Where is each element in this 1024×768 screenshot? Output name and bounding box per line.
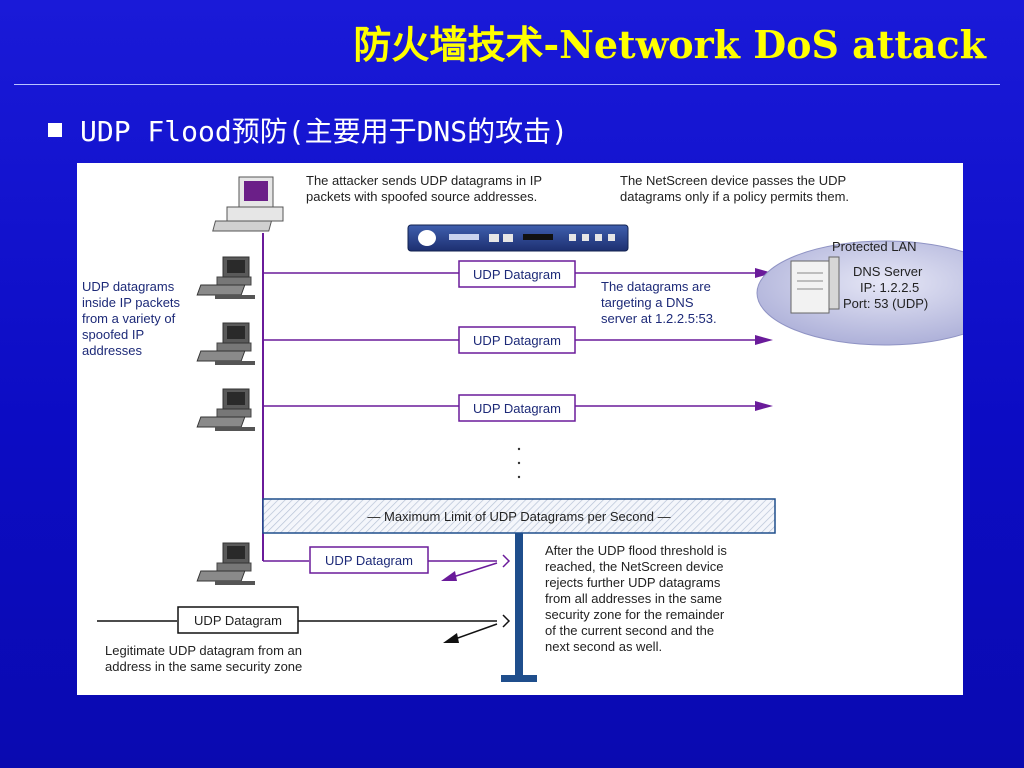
rejected-datagram-flow: UDP Datagram bbox=[263, 546, 511, 581]
netscreen-note: The NetScreen device passes the UDP data… bbox=[620, 173, 850, 204]
slide-title: 防火墙技术-Network DoS attack bbox=[353, 22, 986, 67]
datagram-flow-3: UDP Datagram bbox=[263, 394, 773, 422]
spoofed-computer-icon bbox=[196, 256, 256, 300]
spoofed-computer-icon bbox=[196, 322, 256, 366]
title-divider bbox=[14, 84, 1000, 85]
attacker-note: The attacker sends UDP datagrams in IP p… bbox=[306, 173, 545, 204]
dns-server-info: DNS Server IP: 1.2.2.5 Port: 53 (UDP) bbox=[843, 264, 928, 311]
netscreen-device-icon bbox=[407, 224, 629, 252]
dns-server-icon bbox=[790, 256, 840, 314]
protected-lan: Protected LAN DNS Server IP: 1.2.2.5 Por… bbox=[756, 239, 963, 346]
firewall-wall bbox=[501, 533, 537, 682]
datagram-label: UDP Datagram bbox=[325, 553, 413, 568]
spoofed-sources-note: UDP datagrams inside IP packets from a v… bbox=[82, 279, 184, 358]
spoofed-computer-icon bbox=[196, 542, 256, 586]
udp-flood-diagram: The attacker sends UDP datagrams in IP p… bbox=[77, 163, 963, 695]
datagram-label: UDP Datagram bbox=[473, 401, 561, 416]
attacker-computer-icon bbox=[212, 176, 284, 232]
datagram-label: UDP Datagram bbox=[194, 613, 282, 628]
datagram-label: UDP Datagram bbox=[473, 267, 561, 282]
datagram-flow-1: UDP Datagram bbox=[263, 260, 773, 288]
spoofed-computer-icon bbox=[196, 388, 256, 432]
targeting-note: The datagrams are targeting a DNS server… bbox=[601, 279, 717, 326]
datagram-flow-2: UDP Datagram bbox=[263, 326, 773, 354]
legitimate-datagram-flow: UDP Datagram bbox=[97, 606, 511, 643]
protected-lan-label: Protected LAN bbox=[832, 239, 917, 254]
legitimate-note: Legitimate UDP datagram from an address … bbox=[105, 643, 306, 674]
max-limit-label: — Maximum Limit of UDP Datagrams per Sec… bbox=[367, 509, 670, 524]
threshold-note: After the UDP flood threshold is reached… bbox=[545, 543, 730, 654]
bullet-text: UDP Flood预防(主要用于DNS的攻击) bbox=[80, 115, 569, 148]
square-bullet-icon bbox=[48, 123, 62, 137]
datagram-label: UDP Datagram bbox=[473, 333, 561, 348]
bullet-item: UDP Flood预防(主要用于DNS的攻击) bbox=[48, 112, 568, 148]
max-limit-bar: — Maximum Limit of UDP Datagrams per Sec… bbox=[262, 498, 776, 534]
